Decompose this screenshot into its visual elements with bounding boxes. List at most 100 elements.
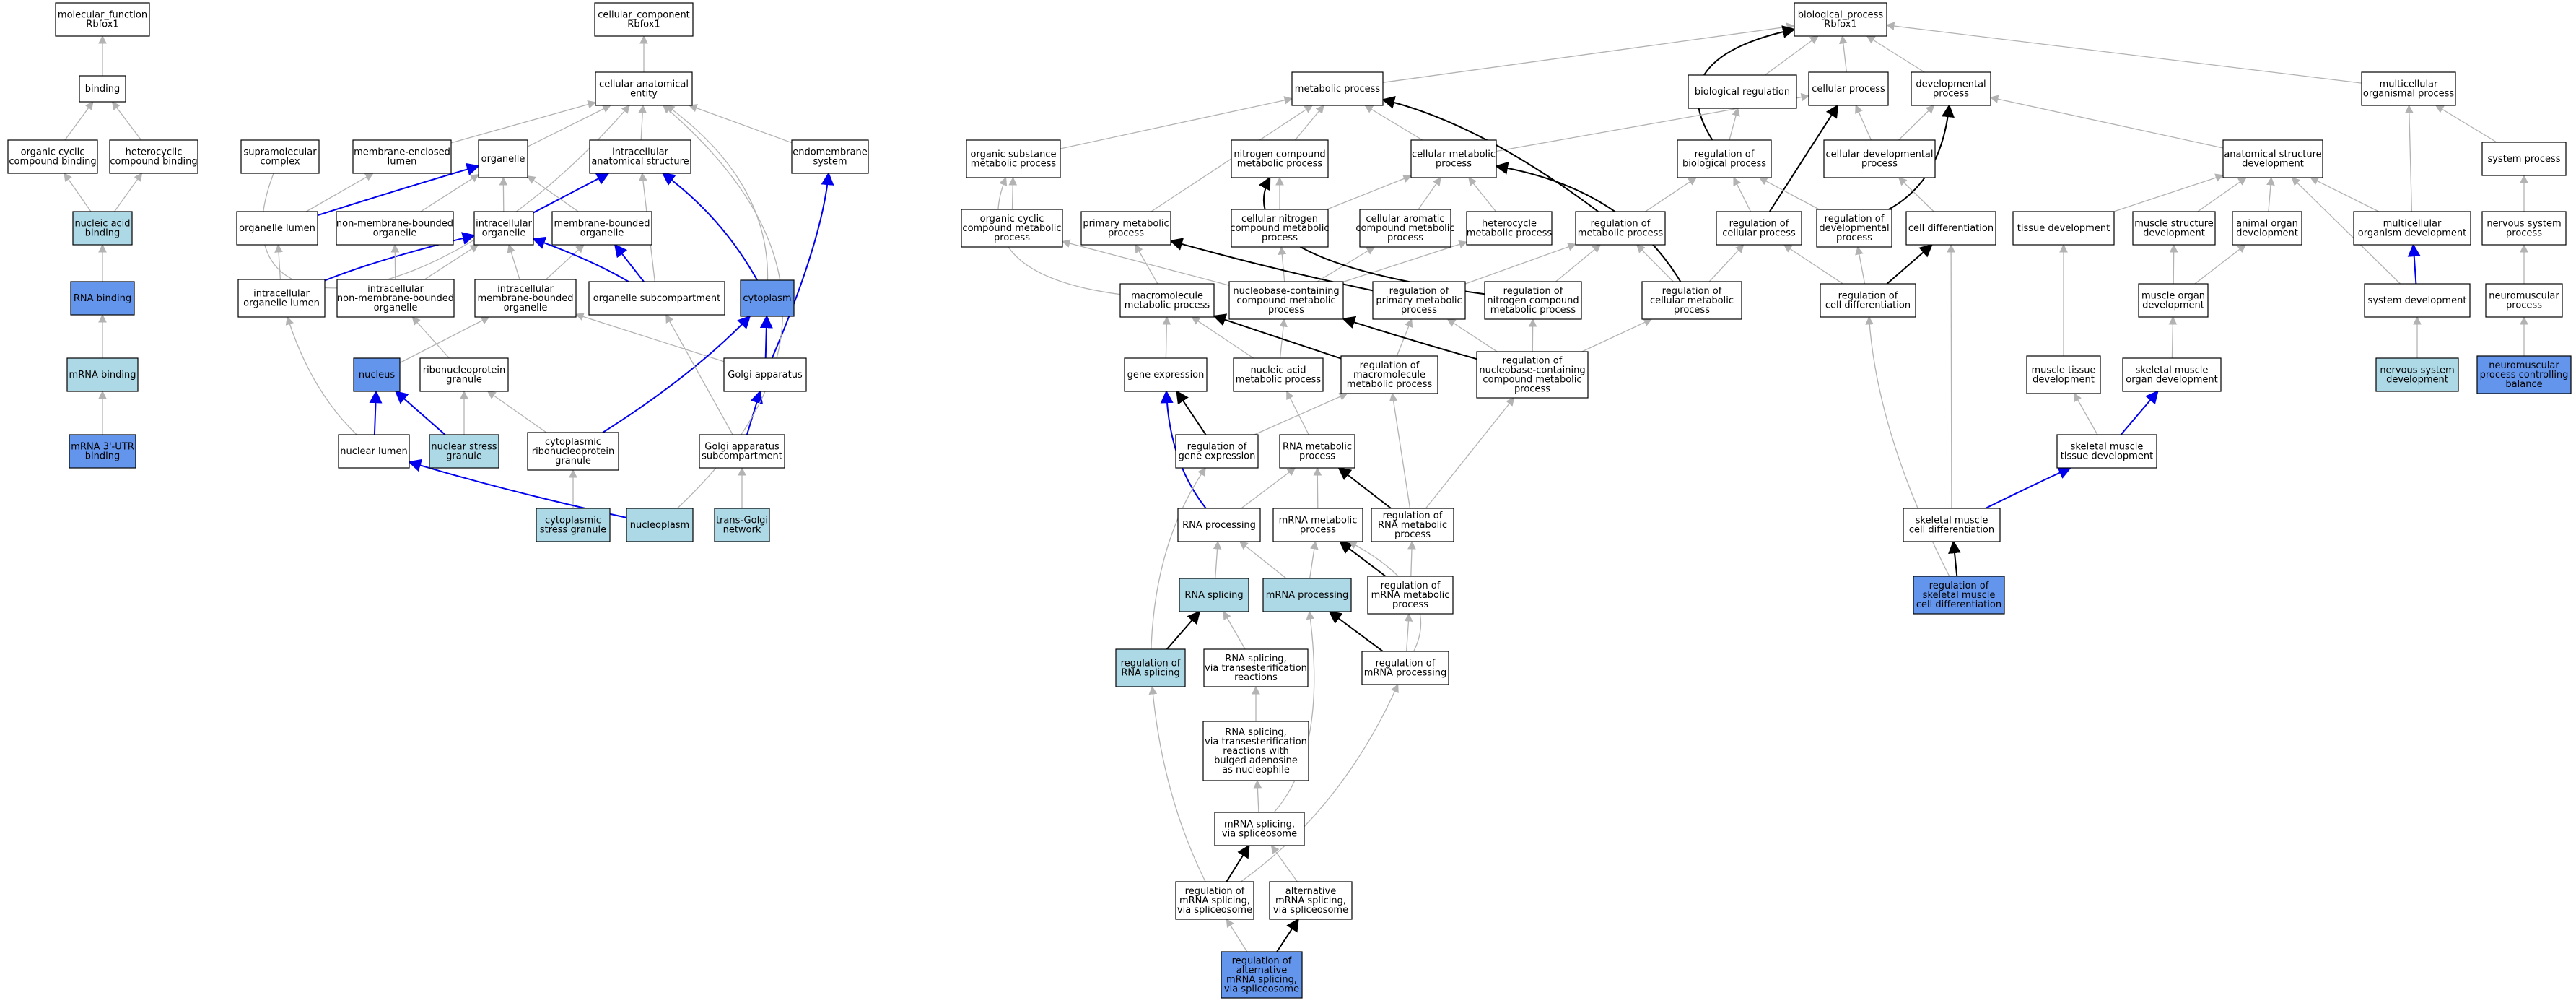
- node-rna-splicing-transesterification[interactable]: RNA splicing,via transesterificationreac…: [1203, 648, 1309, 687]
- node-cytoplasm[interactable]: cytoplasm: [740, 279, 795, 317]
- node-system-process[interactable]: system process: [2481, 142, 2567, 176]
- node-nucleus[interactable]: nucleus: [353, 357, 401, 392]
- node-cell-differentiation[interactable]: cell differentiation: [1905, 211, 1996, 246]
- node-cellular-process[interactable]: cellular process: [1808, 71, 1889, 106]
- node-organelle-subcompartment[interactable]: organelle subcompartment: [588, 281, 725, 316]
- node-organelle[interactable]: organelle: [478, 139, 528, 178]
- node-nuclear-lumen[interactable]: nuclear lumen: [338, 434, 410, 469]
- node-binding[interactable]: binding: [79, 75, 126, 103]
- node-mrna-binding[interactable]: mRNA binding: [66, 357, 139, 392]
- node-biological-regulation[interactable]: biological regulation: [1688, 74, 1797, 109]
- node-mrna-processing[interactable]: mRNA processing: [1262, 578, 1352, 612]
- node-rna-processing[interactable]: RNA processing: [1177, 508, 1261, 542]
- node-intracell-nonmembrane-organelle[interactable]: intracellularnon-membrane-boundedorganel…: [336, 279, 455, 318]
- node-label-line: process: [1108, 228, 1144, 239]
- node-nucleoplasm[interactable]: nucleoplasm: [626, 508, 694, 542]
- node-label-line: lumen: [388, 157, 417, 168]
- node-label-line: process: [1674, 305, 1710, 316]
- node-mrna-splicing-spliceosome[interactable]: mRNA splicing,via spliceosome: [1214, 812, 1305, 846]
- node-system-development[interactable]: system development: [2364, 283, 2471, 318]
- node-golgi-apparatus[interactable]: Golgi apparatus: [723, 357, 807, 392]
- node-rna-splicing[interactable]: RNA splicing: [1179, 578, 1249, 612]
- node-rna-binding[interactable]: RNA binding: [70, 281, 135, 316]
- node-organelle-lumen[interactable]: organelle lumen: [236, 211, 318, 246]
- node-metabolic-process[interactable]: metabolic process: [1291, 71, 1384, 106]
- node-tissue-development[interactable]: tissue development: [2012, 211, 2115, 246]
- node-gene-expression[interactable]: gene expression: [1124, 357, 1208, 392]
- node-rna-splicing-bulged[interactable]: RNA splicing,via transesterificationreac…: [1202, 721, 1309, 781]
- node-regulation-nucleobase-metabolic[interactable]: regulation ofnucleobase-containingcompou…: [1476, 351, 1589, 399]
